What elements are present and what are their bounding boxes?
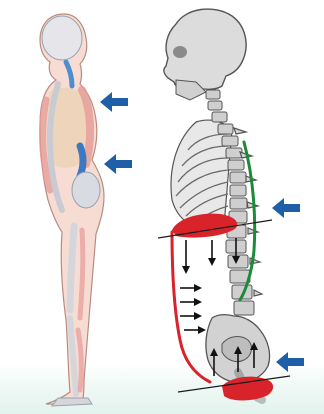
thoracic-arrow-icon [272,198,300,218]
pelvic-floor-marker [178,376,290,401]
down-arrow-icon [208,240,216,266]
eye-socket [173,46,187,58]
foot [52,398,92,406]
upper-back-arrow-icon [100,92,128,112]
pelvis [72,172,100,208]
lower-back-arrow-icon [104,154,132,174]
lumbar-highlight [80,146,83,176]
standing-body-figure [40,14,104,406]
down-arrow-icon [182,240,190,274]
thigh-bone [70,226,74,310]
abdominal-muscle-line [172,232,210,382]
pelvis-arrow-icon [276,352,304,372]
skull [42,16,82,60]
right-arrow-icon [180,284,206,334]
